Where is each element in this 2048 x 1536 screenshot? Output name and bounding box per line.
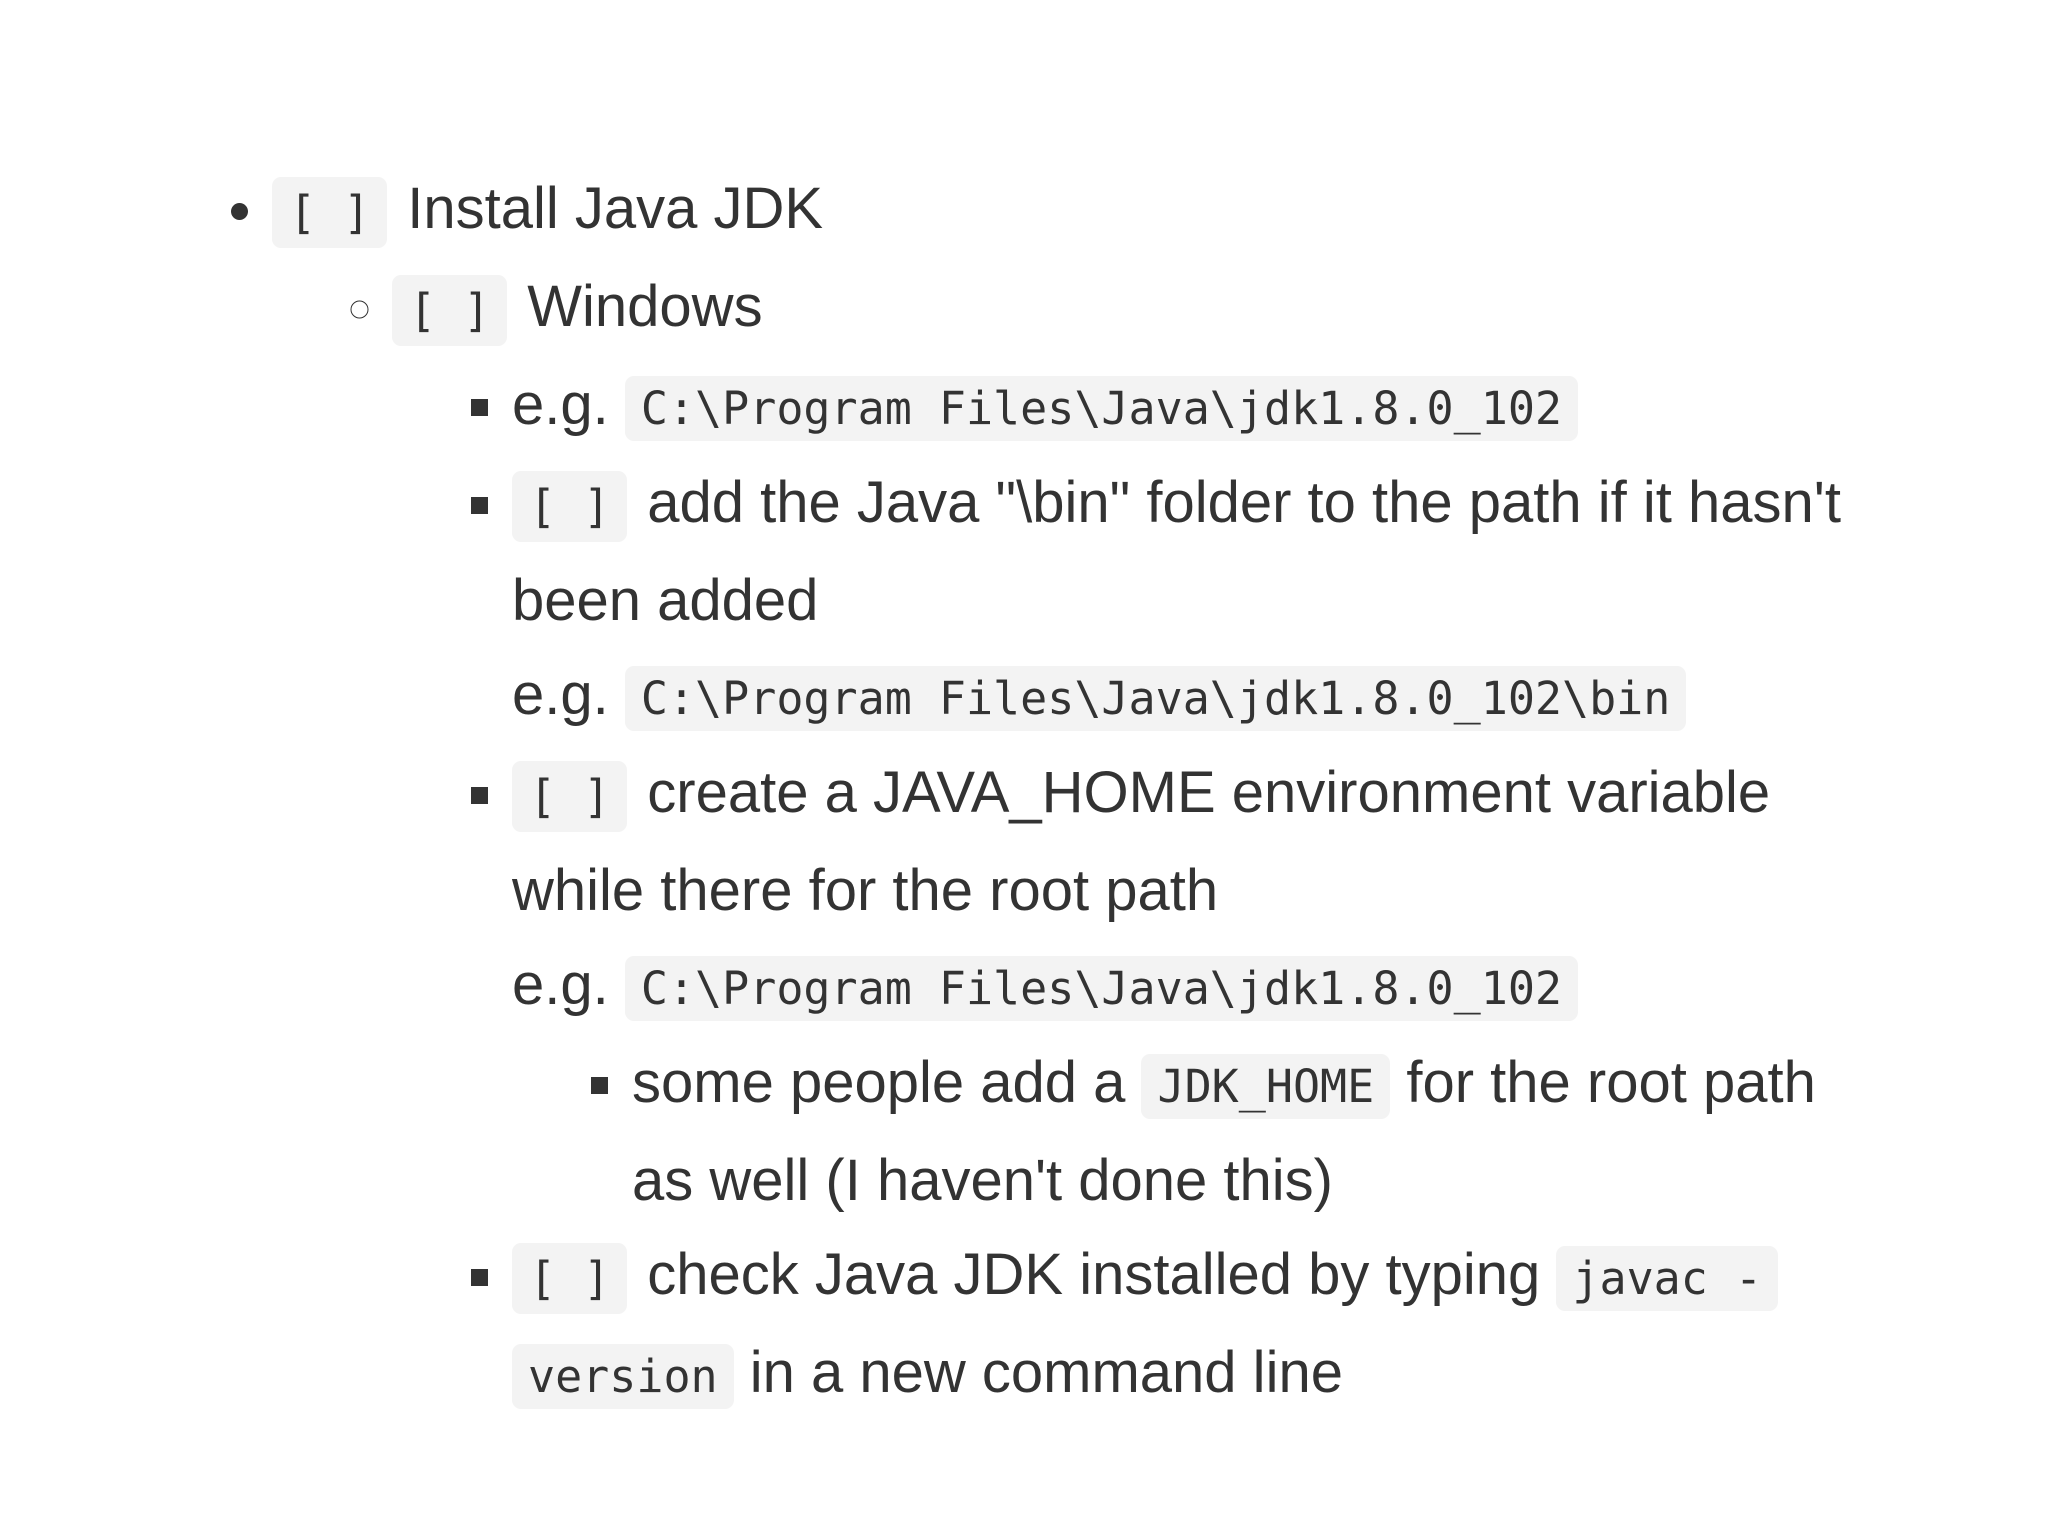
code-root-path: C:\Program Files\Java\jdk1.8.0_102 bbox=[624, 376, 1578, 441]
task-sublist-windows: e.g. C:\Program Files\Java\jdk1.8.0_102 … bbox=[392, 358, 1880, 1424]
checkbox-install-jdk[interactable]: [ ] bbox=[272, 177, 388, 248]
markdown-preview: [ ] Install Java JDK [ ] Windows e.g. C:\P… bbox=[0, 0, 2048, 1424]
checkbox-java-home[interactable]: [ ] bbox=[512, 761, 628, 832]
task-item-add-bin: [ ]add the Java "\bin" folder to the pat… bbox=[512, 456, 1880, 746]
task-item-install-jdk: [ ] Install Java JDK [ ] Windows e.g. C:\P… bbox=[272, 162, 1880, 1424]
note-text-pre: some people add a bbox=[632, 1050, 1142, 1115]
task-list: [ ] Install Java JDK [ ] Windows e.g. C:\P… bbox=[152, 162, 1880, 1424]
code-root-path: C:\Program Files\Java\jdk1.8.0_102 bbox=[624, 956, 1578, 1021]
note-text-post: for the root path as well (I haven't don… bbox=[632, 1050, 1816, 1213]
task-label-check-javac-pre: check Java JDK installed by typing bbox=[647, 1242, 1557, 1307]
task-sublist-java-home: some people add a JDK_HOME for the root … bbox=[512, 1036, 1880, 1228]
task-item-windows: [ ] Windows e.g. C:\Program Files\Java\jd… bbox=[392, 260, 1880, 1424]
example-line-bin-path: e.g. C:\Program Files\Java\jdk1.8.0_102\… bbox=[512, 648, 1880, 746]
task-label-java-home: create a JAVA_HOME environment variable … bbox=[512, 760, 1771, 923]
eg-label: e.g. bbox=[512, 372, 625, 437]
eg-label: e.g. bbox=[512, 662, 625, 727]
checkbox-add-bin[interactable]: [ ] bbox=[512, 471, 628, 542]
list-item-example-root-path: e.g. C:\Program Files\Java\jdk1.8.0_102 bbox=[512, 358, 1880, 456]
task-label-windows: Windows bbox=[527, 274, 763, 339]
list-item-jdk-home-note: some people add a JDK_HOME for the root … bbox=[632, 1036, 1880, 1228]
code-jdk-home: JDK_HOME bbox=[1141, 1054, 1391, 1119]
checkbox-windows[interactable]: [ ] bbox=[392, 275, 508, 346]
example-line-root-path: e.g. C:\Program Files\Java\jdk1.8.0_102 bbox=[512, 938, 1880, 1036]
task-label-add-bin: add the Java "\bin" folder to the path i… bbox=[512, 470, 1841, 633]
task-sublist-install-jdk: [ ] Windows e.g. C:\Program Files\Java\jd… bbox=[272, 260, 1880, 1424]
eg-label: e.g. bbox=[512, 952, 625, 1017]
checkbox-check-javac[interactable]: [ ] bbox=[512, 1243, 628, 1314]
task-label-check-javac-post: in a new command line bbox=[733, 1340, 1343, 1405]
task-item-check-javac: [ ]check Java JDK installed by typing ja… bbox=[512, 1228, 1880, 1424]
task-item-java-home: [ ]create a JAVA_HOME environment variab… bbox=[512, 746, 1880, 1228]
task-label-install-jdk: Install Java JDK bbox=[407, 176, 824, 241]
code-bin-path: C:\Program Files\Java\jdk1.8.0_102\bin bbox=[624, 666, 1687, 731]
